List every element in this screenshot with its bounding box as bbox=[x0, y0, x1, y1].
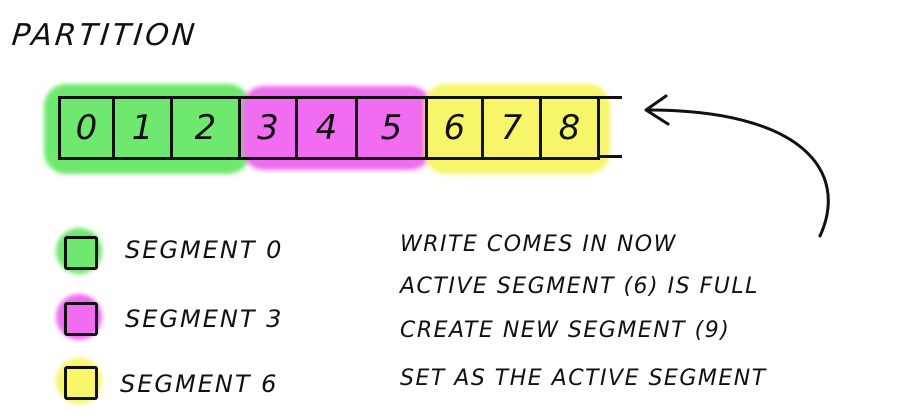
legend-swatch-blob bbox=[56, 228, 102, 274]
note-line: WRITE COMES IN NOW bbox=[400, 232, 677, 257]
partition-log: 0 1 2 3 4 5 6 7 8 bbox=[58, 96, 600, 160]
legend-label: SEGMENT 3 bbox=[125, 305, 284, 333]
log-cell: 5 bbox=[358, 99, 428, 157]
segment-3-highlight bbox=[242, 86, 432, 170]
legend-label: SEGMENT 0 bbox=[125, 236, 284, 264]
log-extension-line bbox=[600, 96, 622, 99]
log-cell: 2 bbox=[173, 99, 241, 157]
log-cell: 6 bbox=[428, 99, 484, 157]
legend-label: SEGMENT 6 bbox=[120, 370, 279, 398]
legend-swatch-segment-3 bbox=[64, 302, 98, 336]
legend-swatch-segment-0 bbox=[64, 236, 98, 270]
legend-swatch-blob bbox=[56, 358, 102, 404]
log-cell: 3 bbox=[241, 99, 298, 157]
log-cell: 7 bbox=[484, 99, 542, 157]
legend-swatch-blob bbox=[56, 294, 102, 340]
legend-swatch-segment-6 bbox=[64, 366, 98, 400]
note-line: SET AS THE ACTIVE SEGMENT bbox=[400, 366, 767, 391]
log-cell: 0 bbox=[61, 99, 115, 157]
log-cell: 4 bbox=[298, 99, 358, 157]
note-line: CREATE NEW SEGMENT (9) bbox=[400, 318, 731, 343]
log-cell: 8 bbox=[542, 99, 600, 157]
note-line: ACTIVE SEGMENT (6) IS FULL bbox=[400, 274, 759, 299]
log-extension-line bbox=[600, 155, 622, 158]
log-cell: 1 bbox=[115, 99, 173, 157]
